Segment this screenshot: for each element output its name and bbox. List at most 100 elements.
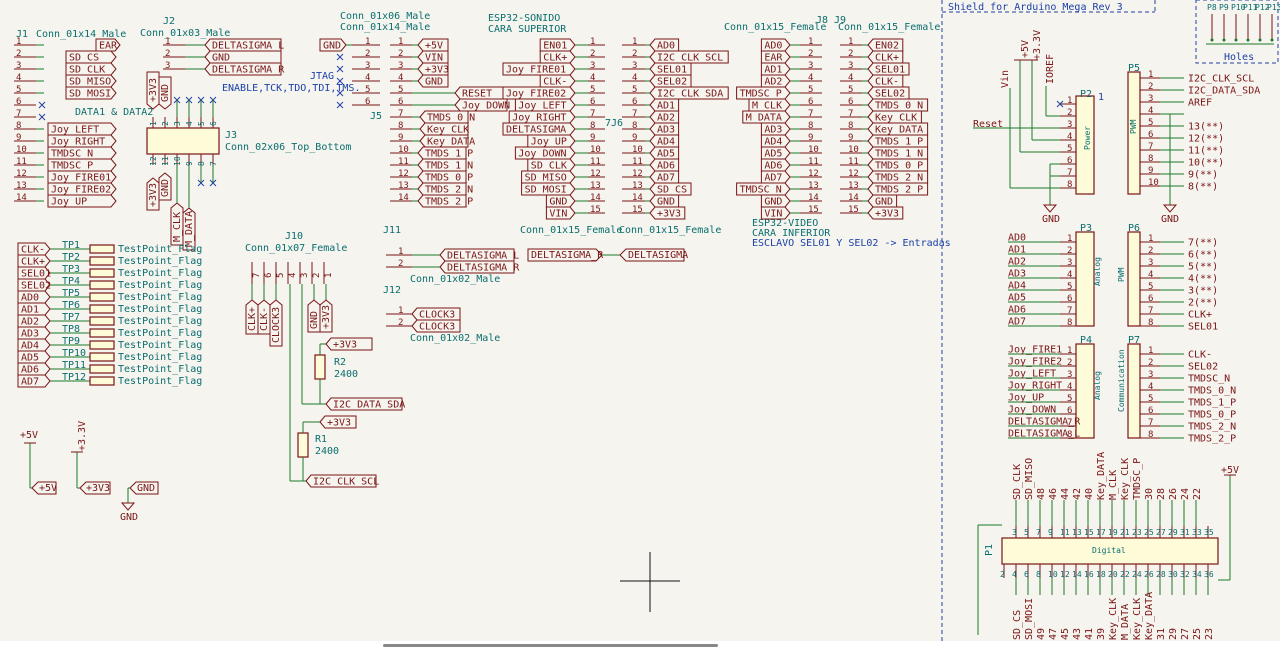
p4-net-label: Joy_UP xyxy=(1008,393,1044,404)
j10-pin-number: 1 xyxy=(324,273,334,278)
j8-pin-number: 13 xyxy=(808,181,819,191)
p6-pin-number: 2 xyxy=(1148,246,1153,256)
j1-net-label: Joy_UP xyxy=(51,197,87,208)
j5-pin-number: 8 xyxy=(398,121,403,131)
tag-3v3: +3V3 xyxy=(86,483,110,494)
p7-label: Communication xyxy=(1117,349,1126,412)
p2-pin-number: 8 xyxy=(1067,180,1072,190)
j11-net-label: DELTASIGMA_L xyxy=(447,251,519,262)
j7-pin-number: 8 xyxy=(632,121,637,131)
p1-top-pin-number: 17 xyxy=(1096,528,1106,537)
r2-ref: R2 xyxy=(334,357,346,368)
tp-flag xyxy=(89,316,115,326)
j11-ref: J11 xyxy=(383,225,401,236)
p1-top-net-label: TMDSC_P xyxy=(1132,458,1143,500)
deltasigma-tag xyxy=(619,248,685,262)
deltasigma-r-tag xyxy=(527,248,603,262)
j8-net-label-tag xyxy=(760,206,791,220)
j8-net-label: AD6 xyxy=(764,161,782,172)
p3-net-label: AD6 xyxy=(1008,305,1026,316)
j1-pin-number: 3 xyxy=(16,61,21,71)
j7-net-label: I2C_CLK_SDA xyxy=(657,89,723,100)
p1-top-net-label: 26 xyxy=(1168,488,1179,500)
j7-pin-number: 11 xyxy=(632,157,643,167)
j1-net-label: SD_CS xyxy=(69,53,99,64)
hole-ref: P8 xyxy=(1207,3,1217,12)
p7-pin-number: 7 xyxy=(1148,418,1153,428)
p7-net-label: TMDS_2_N xyxy=(1188,422,1236,433)
j1-net-label: SD_MOSI xyxy=(69,89,111,100)
nav-handle[interactable] xyxy=(383,644,718,647)
p1-bottom-net-label: 43 xyxy=(1072,628,1083,640)
j1-net-label-tag xyxy=(47,194,117,208)
j9-net-label-tag xyxy=(867,194,898,208)
tp-ref: TP3 xyxy=(62,264,80,275)
p5-pin-number: 4 xyxy=(1148,106,1153,116)
j9-net-label-tag xyxy=(867,170,929,184)
p3-pin-number: 7 xyxy=(1067,306,1072,316)
j7-net-label: AD1 xyxy=(657,101,675,112)
j6-net-label-tag xyxy=(508,110,576,124)
j5-pin-number: 1 xyxy=(398,37,403,47)
jtag-pin-number: 3 xyxy=(365,61,370,71)
j5-net-label-tag xyxy=(417,182,467,196)
r2-body xyxy=(314,354,326,380)
j3-top-pin-number: 3 xyxy=(173,121,182,126)
j3-net-3v3-bottom: +3V3 xyxy=(148,183,159,207)
j7-net-label-tag xyxy=(649,158,680,172)
p3-net-label: AD0 xyxy=(1008,233,1026,244)
p1-top-net-label: 24 xyxy=(1180,488,1191,500)
tp-value: TestPoint_Flag xyxy=(118,244,202,255)
p1-bottom-pin-number: 34 xyxy=(1192,570,1202,579)
tp-flag xyxy=(89,328,115,338)
power-symbols: +5V +5V +3V3 +3.3V GND GND xyxy=(20,421,159,523)
p1-bottom-net-label: 23 xyxy=(1204,628,1215,640)
hole-junction xyxy=(1270,38,1274,42)
j10-net-3v3-tag xyxy=(319,299,333,333)
j5-net-label-tag xyxy=(417,50,449,64)
j5-net-label: TMDS_1_P xyxy=(425,149,473,160)
jtag-value: Conn_01x06_Male xyxy=(340,11,430,22)
p3-net-label: AD1 xyxy=(1008,245,1026,256)
j9-pin-number: 7 xyxy=(848,109,853,119)
j6-net-label: CLK+ xyxy=(543,53,567,64)
sheet-title: Shield for Arduino Mega Rev 3 xyxy=(948,2,1123,13)
j6-pin-number: 7 xyxy=(590,109,595,119)
p6-net-label: CLK+ xyxy=(1188,310,1212,321)
j5-net-label-tag xyxy=(454,98,508,112)
j9-net-label: TMDS_0_N xyxy=(875,101,923,112)
j5-pin-number: 6 xyxy=(398,97,403,107)
j8-sub: CARA INFERIOR xyxy=(752,228,831,239)
j7-net-label: I2C_CLK_SCL xyxy=(657,53,723,64)
j3-body xyxy=(146,127,220,155)
j5-pin-number: 5 xyxy=(398,85,403,95)
j1-ref: J1 xyxy=(16,29,28,40)
j12-pin-number: 1 xyxy=(398,306,403,316)
tp-ref: TP1 xyxy=(62,240,80,251)
p3-net-label: AD3 xyxy=(1008,269,1026,280)
p3-net-label: AD2 xyxy=(1008,257,1026,268)
j7-pin-number: 7 xyxy=(632,109,637,119)
r1-bottom-net: I2C_CLK_SCL xyxy=(313,477,379,488)
no-connect-mark xyxy=(1056,100,1064,108)
tp-ref: TP2 xyxy=(62,252,80,263)
j9-pin-number: 13 xyxy=(848,181,859,191)
tp-flag xyxy=(89,364,115,374)
j1-net-label-tag xyxy=(65,86,117,100)
p6-pin-number: 5 xyxy=(1148,282,1153,292)
j7-value: Conn_01x15_Female xyxy=(619,225,721,236)
r2-value: 2400 xyxy=(334,369,358,380)
j5-net-label: VIN xyxy=(425,53,443,64)
j6-pin-number: 3 xyxy=(590,61,595,71)
r1-body xyxy=(297,432,309,458)
j10-pin-number: 4 xyxy=(288,273,298,278)
p1-bottom-net-label: 45 xyxy=(1060,628,1071,640)
j3-value: Conn_02x06_Top_Bottom xyxy=(225,142,351,153)
j10-ref: J10 xyxy=(285,231,303,242)
j7-pin-number: 2 xyxy=(632,49,637,59)
p1-bottom-net-label: Key_CLK xyxy=(1132,598,1143,640)
jtag-pin-number: 1 xyxy=(365,37,370,47)
p7-pin-number: 3 xyxy=(1148,370,1153,380)
